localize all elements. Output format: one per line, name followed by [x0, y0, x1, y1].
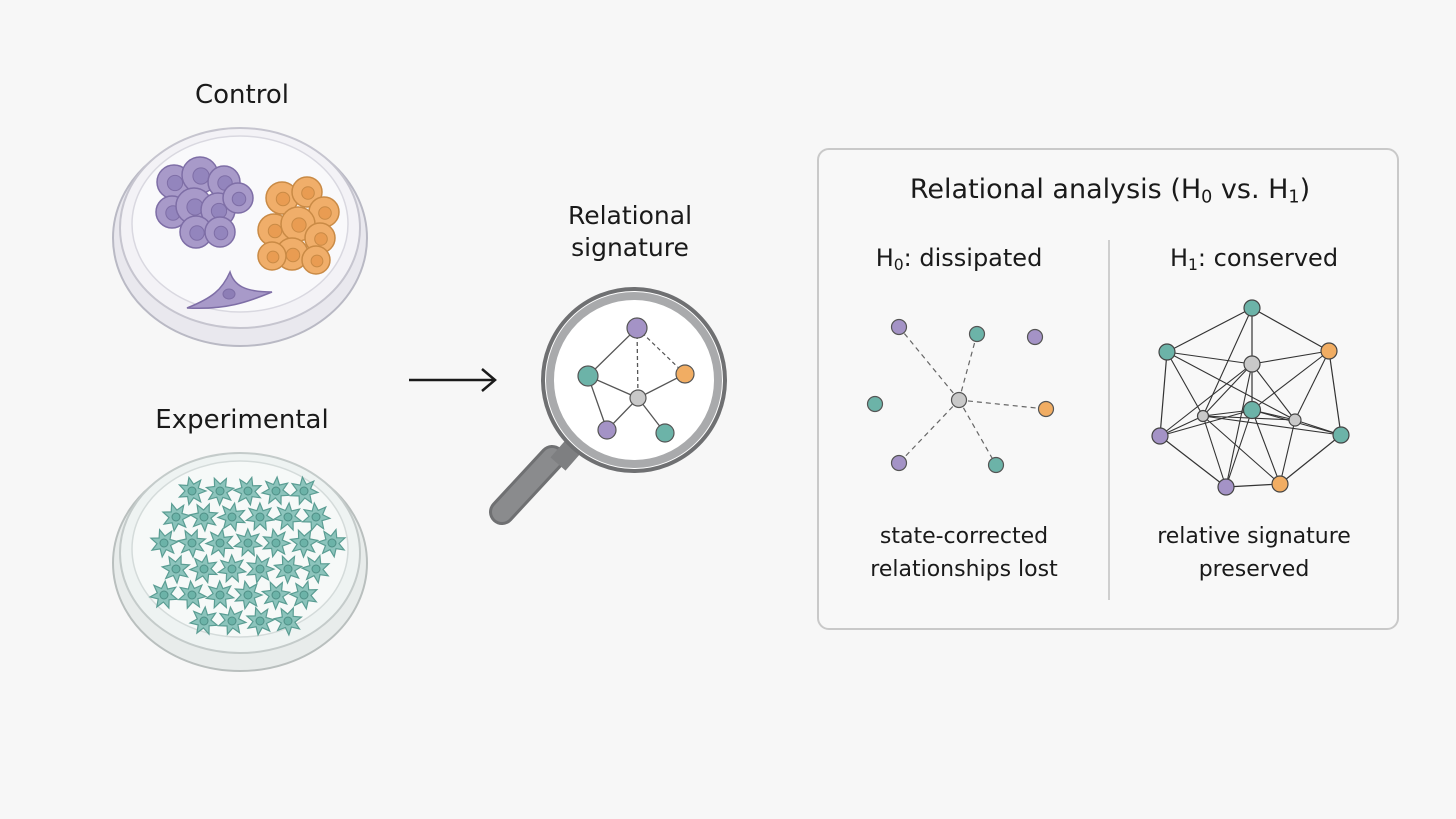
experimental-petri-dish [112, 452, 368, 672]
h0-dissipated-network [866, 318, 1055, 474]
network-node [1242, 400, 1262, 420]
network-node [1151, 427, 1169, 445]
network-node [597, 420, 617, 440]
network-node [1026, 328, 1044, 346]
magnifying-glass-icon [489, 287, 727, 525]
orange-cell-cluster [257, 176, 340, 275]
h0-caption: state-corrected relationships lost [870, 524, 1058, 582]
network-node [890, 454, 908, 472]
network-node [626, 317, 648, 339]
experimental-title: Experimental [155, 405, 329, 435]
h1-conserved-network [1151, 299, 1350, 496]
relational-analysis-panel: Relational analysis (H0 vs. H1) H0: diss… [817, 148, 1399, 630]
network-node [1196, 409, 1210, 423]
network-node [950, 391, 968, 409]
h1-label: H1: conserved [1169, 244, 1339, 274]
network-node [1037, 400, 1055, 418]
network-node [1320, 342, 1338, 360]
network-node [1243, 355, 1261, 373]
network-node [1217, 478, 1235, 496]
network-node [968, 325, 986, 343]
network-node [1271, 475, 1289, 493]
panel-title: Relational analysis (H0 vs. H1) [909, 174, 1311, 208]
h0-label: H0: dissipated [875, 244, 1043, 274]
network-node [1288, 413, 1302, 427]
network-node [675, 364, 695, 384]
relational-signature-title: Relational signature [567, 201, 693, 262]
h1-caption: relative signature preserved [1157, 524, 1351, 582]
network-node [629, 389, 647, 407]
network-node [1158, 343, 1176, 361]
network-node [890, 318, 908, 336]
network-node [655, 423, 675, 443]
purple-cell-cluster [155, 156, 254, 249]
network-node [1332, 426, 1350, 444]
network-node [866, 395, 884, 413]
control-petri-dish [112, 127, 368, 347]
network-node [577, 365, 599, 387]
network-node [1243, 299, 1261, 317]
control-title: Control [195, 80, 289, 110]
right-arrow-icon [409, 368, 497, 392]
network-node [987, 456, 1005, 474]
magnifier-network [577, 317, 695, 443]
teal-cell-field [148, 475, 347, 637]
panel-divider [1108, 240, 1110, 600]
